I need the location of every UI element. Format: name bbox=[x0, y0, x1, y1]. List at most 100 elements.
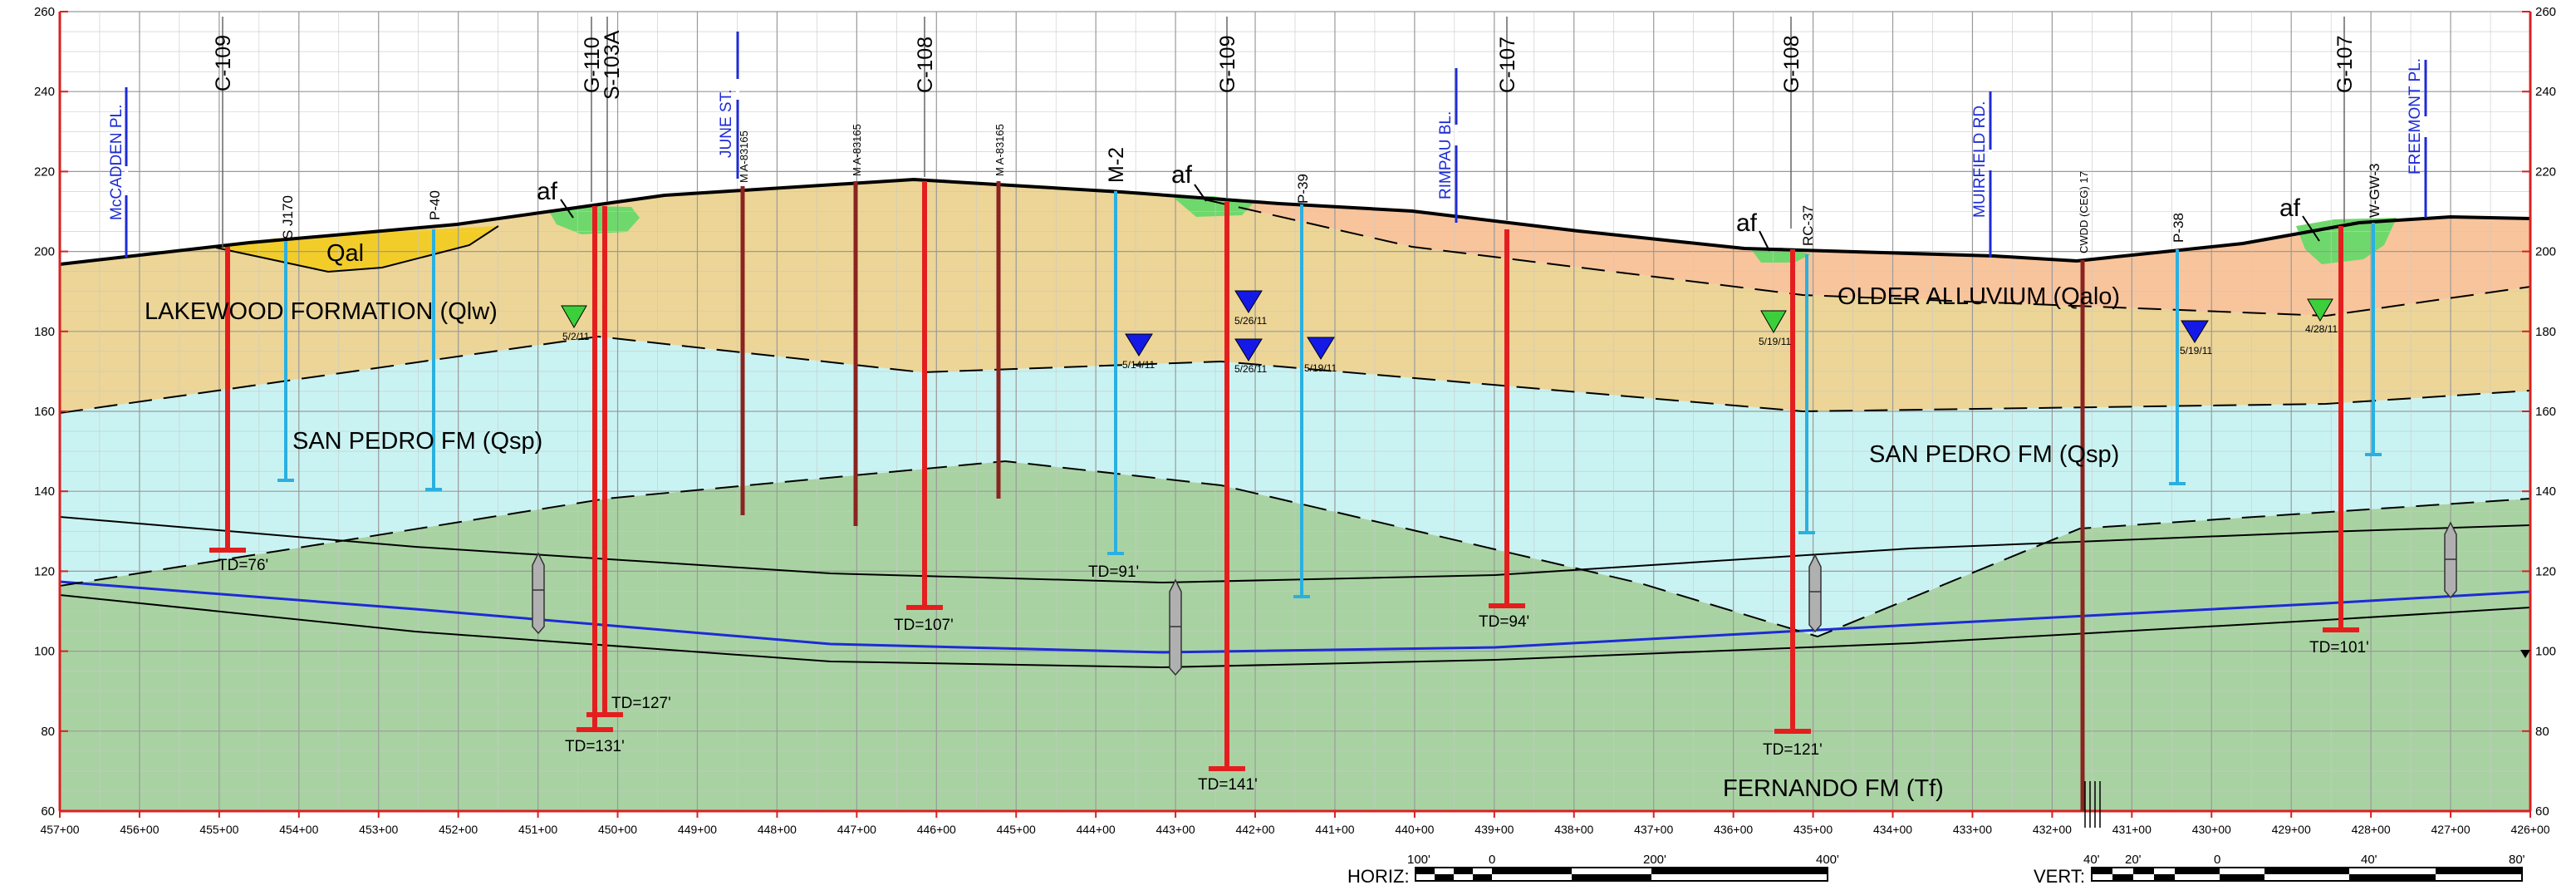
screen-hatch bbox=[2084, 781, 2101, 828]
station-label: 447+00 bbox=[837, 823, 876, 836]
station-label: 445+00 bbox=[997, 823, 1036, 836]
scale-tick: 20' bbox=[2125, 853, 2142, 867]
elevation-label-right: 120 bbox=[2535, 564, 2556, 578]
well-sj170: S J170 bbox=[277, 195, 296, 482]
street-label: JUNE ST. bbox=[718, 90, 735, 158]
unit-label-fernando: FERNANDO FM (Tf) bbox=[1723, 775, 1944, 802]
boring-label: G-110 bbox=[581, 37, 604, 93]
unit-label-older-alluvium: OLDER ALLUVIUM (Qalo) bbox=[1838, 283, 2120, 310]
station-label: 427+00 bbox=[2431, 823, 2471, 836]
station-label: 430+00 bbox=[2192, 823, 2231, 836]
fernando-marker-lower bbox=[60, 594, 2530, 669]
water-level-date: 4/28/11 bbox=[2305, 323, 2338, 335]
scale-tick: 40' bbox=[2083, 853, 2100, 867]
well-wgw3: W-GW-3 bbox=[2365, 164, 2382, 456]
station-label: 436+00 bbox=[1714, 823, 1753, 836]
boring-g110: G-110 TD=131' bbox=[565, 17, 625, 755]
station-label: 455+00 bbox=[199, 823, 238, 836]
probe-icon bbox=[1169, 578, 1182, 676]
elevation-label-left: 80 bbox=[41, 725, 55, 739]
well-ma-83165-1: M A-83165 bbox=[738, 130, 750, 515]
scale-tick: 40' bbox=[2361, 853, 2377, 867]
unit-label-san-pedro: SAN PEDRO FM (Qsp) bbox=[1869, 441, 2119, 468]
water-levels: 5/2/11 5/14/11 5/26/11 5/26/11 5/19/11 5… bbox=[561, 290, 2338, 375]
well-label: M A-83165 bbox=[851, 124, 863, 176]
elevation-label-right: 200 bbox=[2535, 245, 2556, 259]
station-label: 446+00 bbox=[917, 823, 956, 836]
street-muirfield: MUIRFIELD RD. bbox=[1971, 91, 1992, 258]
elevation-label-left: 240 bbox=[34, 85, 55, 99]
station-label: 448+00 bbox=[758, 823, 797, 836]
station-label: 443+00 bbox=[1156, 823, 1195, 836]
svg-text:af: af bbox=[1171, 161, 1193, 189]
probe-icon bbox=[2444, 521, 2457, 599]
boring-c108: C-108 TD=107' bbox=[894, 17, 954, 634]
elevation-label-left: 160 bbox=[34, 405, 55, 419]
boring-label: G-108 bbox=[1780, 36, 1803, 93]
well-label: S J170 bbox=[280, 195, 296, 239]
boring-s103a: S-103A TD=127' bbox=[586, 17, 671, 717]
boring-label: G-107 bbox=[2333, 36, 2357, 93]
water-level-marker: 5/19/11 bbox=[2180, 320, 2212, 357]
station-label: 429+00 bbox=[2272, 823, 2311, 836]
water-level-date: 5/19/11 bbox=[1304, 362, 1337, 374]
water-level-marker: 4/28/11 bbox=[2305, 298, 2338, 335]
well-label: M-2 bbox=[1105, 147, 1128, 183]
td-label: TD=127' bbox=[611, 695, 671, 712]
street-label: McCADDEN PL. bbox=[108, 105, 125, 220]
well-ma-83165-3: M A-83165 bbox=[994, 124, 1006, 499]
scale-label: HORIZ: bbox=[1347, 866, 1410, 887]
station-label: 426+00 bbox=[2510, 823, 2549, 836]
boring-c109: C-109 TD=76' bbox=[209, 17, 268, 574]
station-label: 451+00 bbox=[518, 823, 557, 836]
well-label: P-40 bbox=[427, 190, 443, 220]
station-label: 457+00 bbox=[40, 823, 79, 836]
qal-base bbox=[215, 225, 499, 273]
boring-label: C-108 bbox=[914, 37, 937, 93]
unit-labels: Qal LAKEWOOD FORMATION (Qlw) SAN PEDRO F… bbox=[145, 161, 2320, 802]
td-label: TD=141' bbox=[1198, 776, 1258, 794]
water-level-date: 5/26/11 bbox=[1234, 315, 1267, 327]
well-m2: M-2 TD=91' bbox=[1088, 147, 1139, 581]
station-label: 433+00 bbox=[1953, 823, 1992, 836]
ground-surface bbox=[60, 177, 2530, 266]
fernando-marker-upper bbox=[60, 516, 2530, 584]
well-label: P-39 bbox=[1295, 174, 1311, 204]
elevation-label-right: 100 bbox=[2535, 645, 2556, 659]
svg-text:af: af bbox=[2279, 194, 2301, 222]
contacts bbox=[60, 177, 2530, 638]
scale-tick: 100' bbox=[1407, 853, 1430, 867]
td-label: TD=76' bbox=[218, 557, 268, 574]
station-label: 434+00 bbox=[1873, 823, 1912, 836]
td-label: TD=94' bbox=[1479, 613, 1529, 631]
water-level-date: 5/14/11 bbox=[1122, 359, 1155, 371]
station-label: 453+00 bbox=[359, 823, 398, 836]
edge-arrow-icon bbox=[2520, 650, 2530, 658]
scale-tick: 80' bbox=[2509, 853, 2525, 867]
td-label: TD=101' bbox=[2309, 639, 2369, 656]
elevation-label-left: 140 bbox=[34, 484, 55, 499]
street-markers: McCADDEN PL. JUNE ST. RIMPAU BL. MUIRFIE… bbox=[108, 32, 2427, 258]
boring-g109: G-109 TD=141' bbox=[1198, 17, 1258, 794]
station-label: 444+00 bbox=[1077, 823, 1116, 836]
station-label: 439+00 bbox=[1474, 823, 1514, 836]
elevation-label-right: 160 bbox=[2535, 405, 2556, 419]
water-level-marker: 5/19/11 bbox=[1759, 310, 1791, 347]
unit-label-san-pedro: SAN PEDRO FM (Qsp) bbox=[292, 428, 542, 455]
street-rimpau: RIMPAU BL. bbox=[1437, 68, 1458, 223]
water-level-date: 5/2/11 bbox=[562, 331, 590, 342]
svg-text:af: af bbox=[537, 178, 558, 205]
water-level-marker: 5/19/11 bbox=[1304, 337, 1337, 374]
street-label: RIMPAU BL. bbox=[1437, 111, 1455, 199]
elevation-label-left: 180 bbox=[34, 325, 55, 339]
street-label: MUIRFIELD RD. bbox=[1971, 101, 1989, 218]
af-label: af bbox=[1736, 209, 1770, 252]
station-label: 456+00 bbox=[120, 823, 159, 836]
elevation-label-right: 180 bbox=[2535, 325, 2556, 339]
station-label: 441+00 bbox=[1315, 823, 1354, 836]
contact-qalo-qlw bbox=[1204, 199, 2530, 317]
scale-tick: 200' bbox=[1643, 853, 1666, 867]
station-label: 428+00 bbox=[2352, 823, 2391, 836]
